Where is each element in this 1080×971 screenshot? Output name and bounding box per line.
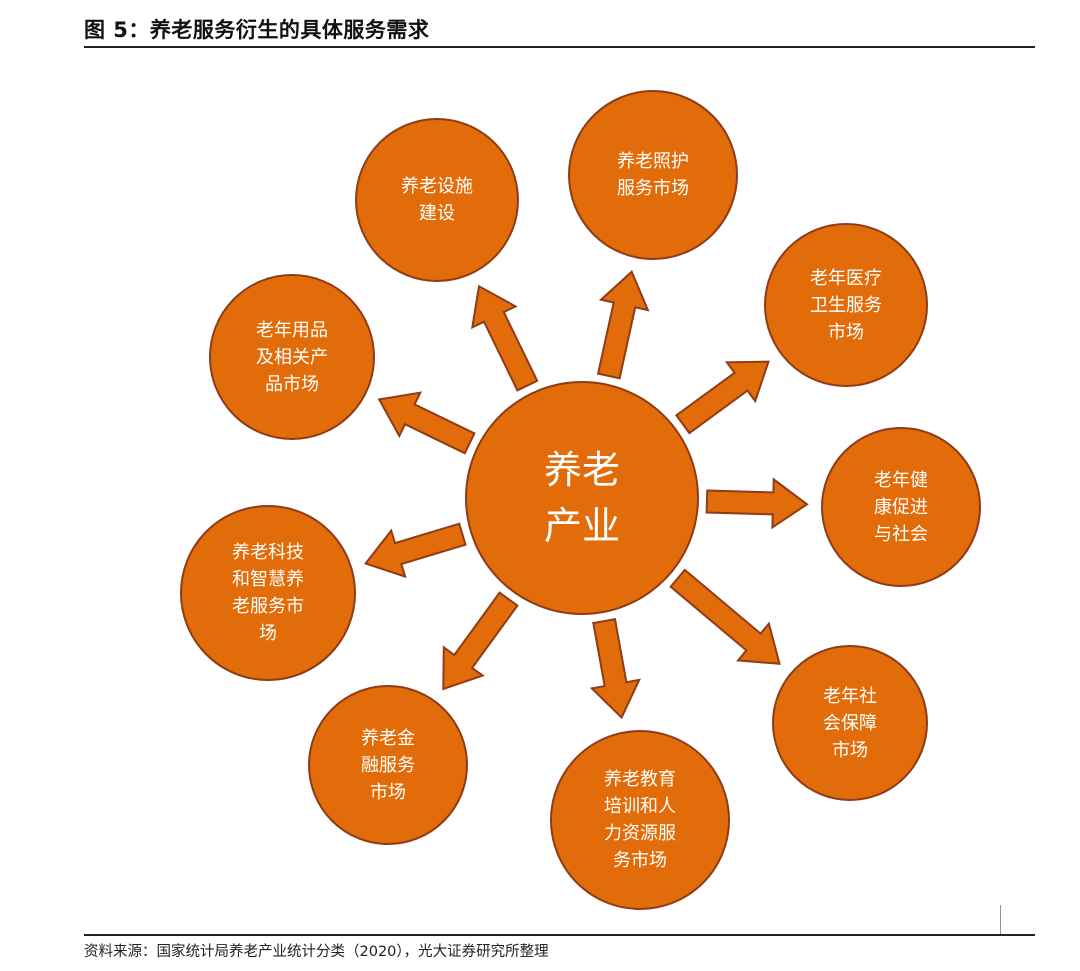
arrow-to-medical <box>675 360 770 435</box>
arrow-to-finance <box>442 591 519 691</box>
node-education: 养老教育培训和人力资源服务市场 <box>550 730 730 910</box>
node-label-line: 老年健 <box>874 469 928 491</box>
node-medical: 老年医疗卫生服务市场 <box>764 223 928 387</box>
node-label-line: 老服务市 <box>232 596 304 617</box>
figure-title: 图 5：养老服务衍生的具体服务需求 <box>84 18 430 42</box>
arrow-to-education <box>589 617 641 720</box>
node-label-line: 融服务 <box>361 754 415 776</box>
node-health: 老年健康促进与社会 <box>821 427 981 587</box>
node-label-line: 老年用品 <box>256 319 328 341</box>
source-note: 资料来源：国家统计局养老产业统计分类（2020），光大证券研究所整理 <box>84 944 549 960</box>
arrow-to-health <box>705 477 809 530</box>
arrow-to-facility <box>471 284 539 392</box>
node-label-line: 养老教育 <box>604 769 676 790</box>
node-label-line: 市场 <box>370 781 406 803</box>
node-security: 老年社会保障市场 <box>772 645 928 801</box>
node-finance: 养老金融服务市场 <box>308 685 468 845</box>
node-label-line: 养老 <box>543 448 620 492</box>
node-label-line: 养老科技 <box>232 542 304 563</box>
node-label-line: 力资源服 <box>604 823 676 844</box>
decorative-line <box>1000 905 1001 934</box>
node-label-line: 培训和人 <box>604 796 676 817</box>
source-divider <box>84 934 1035 936</box>
node-products: 老年用品及相关产品市场 <box>209 274 375 440</box>
node-label-line: 会保障 <box>823 712 877 734</box>
node-label-line: 卫生服务 <box>810 294 882 316</box>
node-label-line: 服务市场 <box>617 178 689 199</box>
node-facility: 养老设施建设 <box>355 118 519 282</box>
arrow-to-care <box>596 270 650 380</box>
node-label-line: 建设 <box>419 203 455 224</box>
node-label-line: 市场 <box>832 739 868 761</box>
node-tech: 养老科技和智慧养老服务市场 <box>180 505 356 681</box>
node-label-line: 产业 <box>543 504 620 548</box>
node-label-line: 老年社 <box>823 685 877 707</box>
node-label-line: 市场 <box>828 321 864 343</box>
center-node-elderly-industry: 养老产业 <box>465 381 699 615</box>
node-label-line: 养老金 <box>361 727 415 749</box>
node-label-line: 品市场 <box>265 373 319 395</box>
title-divider <box>84 46 1035 48</box>
arrow-to-tech <box>363 522 467 579</box>
node-label-line: 老年医疗 <box>810 267 882 289</box>
node-label-line: 场 <box>259 623 277 644</box>
node-label-line: 和智慧养 <box>232 569 304 590</box>
node-label-line: 养老照护 <box>617 151 689 172</box>
node-label-line: 康促进 <box>874 496 928 518</box>
node-label-line: 与社会 <box>874 523 928 545</box>
node-label-line: 养老设施 <box>401 176 473 197</box>
node-label-line: 及相关产 <box>256 346 328 368</box>
arrow-to-products <box>377 391 476 455</box>
arrow-to-security <box>669 568 781 665</box>
node-label-line: 务市场 <box>613 850 667 871</box>
node-care: 养老照护服务市场 <box>568 90 738 260</box>
